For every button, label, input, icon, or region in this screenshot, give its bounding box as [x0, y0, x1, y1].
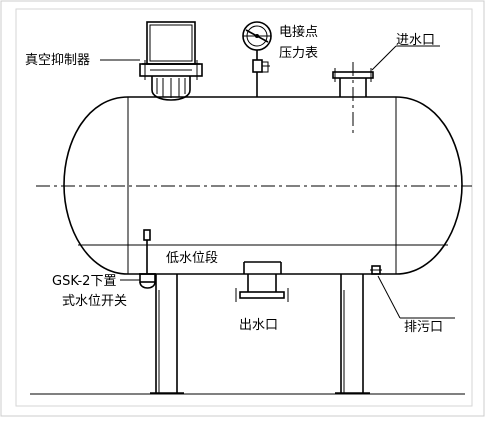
- pressure-gauge: [242, 21, 272, 97]
- level-switch-label-line2: 式水位开关: [62, 294, 127, 309]
- pressure-gauge-label-line1: 电接点: [279, 24, 318, 40]
- water-inlet-nozzle: [332, 62, 374, 134]
- drain-outlet-leader: [377, 275, 401, 319]
- vacuum-suppressor: [139, 21, 203, 101]
- drain-outlet-nozzle: [370, 265, 382, 275]
- inner-border: [15, 8, 473, 407]
- tank-body: [36, 96, 472, 275]
- drain-outlet-label: 排污口: [404, 320, 443, 335]
- pressure-gauge-label-line2: 压力表: [279, 46, 318, 61]
- low-water-section-label: 低水位段: [166, 251, 218, 266]
- water-outlet-label: 出水口: [239, 318, 278, 333]
- water-inlet-leader: [371, 45, 397, 71]
- level-switch: [139, 229, 156, 289]
- level-switch-label-line1: GSK-2下置: [52, 274, 116, 289]
- vacuum-suppressor-label: 真空抑制器: [25, 53, 90, 68]
- water-inlet-label: 进水口: [396, 33, 435, 48]
- left-support: [155, 274, 178, 393]
- water-outlet-nozzle: [235, 261, 289, 302]
- right-support: [340, 274, 364, 393]
